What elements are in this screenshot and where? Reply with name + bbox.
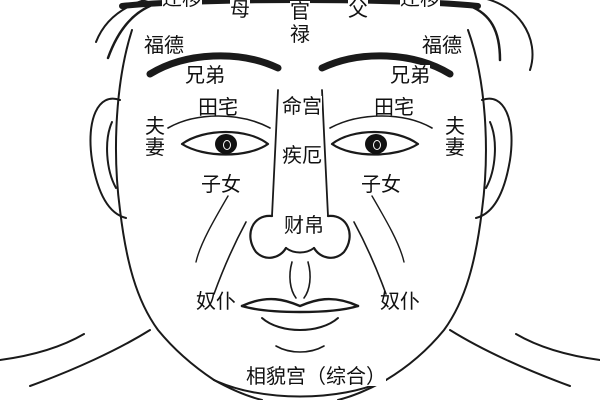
label-siblings-left: 兄弟 (185, 63, 225, 87)
label-property-right: 田宅 (374, 95, 414, 119)
label-fortune-right: 福德 (422, 33, 462, 57)
face-outline-left (115, 29, 215, 381)
fold-right (353, 221, 387, 295)
label-mother: 母 (230, 0, 250, 21)
label-children-right: 子女 (361, 172, 401, 196)
label-life: 命宫 (282, 94, 322, 118)
hair-outline-right (486, 0, 534, 71)
eyelid-crease-left (167, 115, 271, 129)
shoulder-right (515, 333, 600, 361)
mouth-line (240, 304, 360, 314)
ear-left-inner (106, 121, 117, 189)
lower-lip (261, 317, 339, 331)
shoulder-left (0, 333, 85, 361)
face-outline-right (385, 29, 487, 381)
ear-left (89, 97, 127, 219)
eyebrow-left (146, 52, 282, 78)
nose-wing-right (312, 214, 351, 259)
label-health: 疾厄 (282, 143, 322, 167)
label-spouse-left-2: 妻 (145, 135, 165, 159)
neck-right (449, 329, 571, 387)
label-wealth: 财帛 (284, 213, 324, 237)
eyebrow-right (318, 52, 454, 78)
label-servants-left: 奴仆 (196, 289, 236, 313)
hair-lock-left (106, 4, 152, 60)
ear-right-inner (485, 121, 496, 189)
label-fortune-left: 福德 (144, 33, 184, 57)
label-official: 官 (290, 0, 310, 23)
label-appearance: 相貌宫（综合） (246, 364, 386, 388)
fold-left (213, 221, 247, 295)
label-spouse-left: 夫 妻 (145, 116, 165, 158)
label-salary: 禄 (290, 22, 310, 46)
label-spouse-right-2: 妻 (445, 135, 465, 159)
eyelid-crease-right (329, 115, 433, 129)
nose-wing-left (249, 214, 288, 259)
philtrum-right (303, 261, 311, 299)
cheek-line-left (195, 195, 229, 263)
pupil-highlight-left (223, 140, 231, 150)
eye-left (180, 130, 270, 156)
pupil-highlight-right (373, 140, 381, 150)
cheek-line-right (371, 195, 405, 263)
philtrum-left (289, 261, 297, 299)
nose-bridge-right (321, 89, 329, 217)
label-father: 父 (348, 0, 368, 21)
nose-bridge-left (271, 89, 279, 217)
hairline-band (119, 0, 481, 9)
label-spouse-right: 夫 妻 (445, 116, 465, 158)
label-children-left: 子女 (201, 172, 241, 196)
label-spouse-right-1: 夫 (445, 114, 465, 138)
label-servants-right: 奴仆 (380, 289, 420, 313)
label-spouse-left-1: 夫 (145, 114, 165, 138)
upper-lip (240, 297, 360, 308)
neck-left (29, 329, 151, 387)
chin (213, 379, 387, 398)
label-migration-right: 迁移 (400, 0, 440, 8)
collar-left (213, 379, 263, 400)
label-property-left: 田宅 (198, 95, 238, 119)
ear-right (475, 97, 513, 219)
nose-bottom (285, 247, 315, 254)
chin-crease (275, 345, 325, 353)
eye-right (330, 130, 420, 156)
label-migration-left: 迁移 (162, 0, 202, 8)
label-siblings-right: 兄弟 (390, 63, 430, 87)
